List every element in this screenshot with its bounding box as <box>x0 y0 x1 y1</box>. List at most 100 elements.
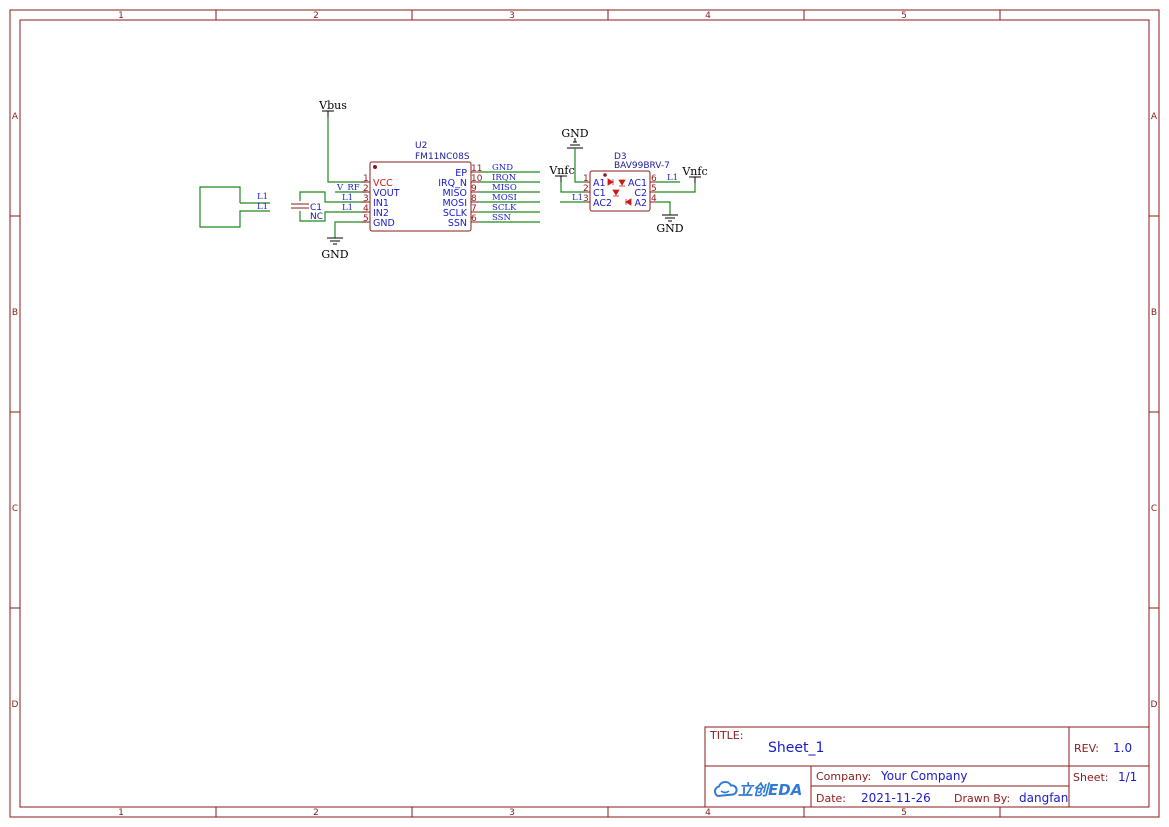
gnd-label-d3-right: GND <box>656 222 683 235</box>
inner-border <box>19 19 1150 808</box>
u2-pin-num-4: 4 <box>363 204 369 214</box>
u2-pin-name-in1: IN1 <box>373 198 389 209</box>
power-vnfc-left[interactable]: Vnfc <box>548 164 575 182</box>
col-label-top-2: 2 <box>313 11 319 21</box>
d3-net-label-l1-right: L1 <box>667 173 678 183</box>
d3-body <box>589 170 651 212</box>
ground-symbol-u2[interactable]: GND <box>321 237 349 261</box>
u2-pin-name-in2: IN2 <box>373 208 389 219</box>
d3-pin-num-3: 3 <box>583 194 589 204</box>
u2-pin-num-6: 6 <box>471 214 477 224</box>
u2-part-number: FM11NC08S <box>415 152 470 162</box>
d3-pin-name-ac2: AC2 <box>593 198 612 209</box>
power-vbus[interactable]: Vbus <box>318 99 347 117</box>
wire-vbus-vcc <box>327 117 366 183</box>
vnfc-right-label: Vnfc <box>681 165 707 178</box>
u2-designator: U2 <box>415 141 427 151</box>
ground-symbol-d3-right[interactable]: GND <box>656 214 684 235</box>
rev-value: 1.0 <box>1113 741 1132 755</box>
date-value: 2021-11-26 <box>861 791 931 805</box>
u2-pin-name-vcc: VCC <box>373 178 393 189</box>
col-label-bottom-2: 2 <box>313 808 319 818</box>
d3-pin-num-6: 6 <box>651 174 657 184</box>
row-label-left-a: A <box>12 112 19 122</box>
d3-pin-name-a1: A1 <box>593 178 606 189</box>
capacitor-c1[interactable]: C1 NC <box>291 191 366 222</box>
net-label-mosi: MOSI <box>492 193 517 203</box>
d3-pin1-dot <box>603 173 607 177</box>
drawn-by-value: dangfan <box>1019 791 1068 805</box>
d3-pin-name-a2: A2 <box>634 198 647 209</box>
col-label-top-3: 3 <box>509 11 515 21</box>
d3-designator: D3 <box>614 152 627 162</box>
row-label-right-b: B <box>1151 308 1157 318</box>
d3-pin-name-c1: C1 <box>593 188 606 199</box>
row-dividers <box>10 215 1159 609</box>
net-label-in2-l1: L1 <box>342 203 353 213</box>
row-label-right-c: C <box>1151 504 1157 514</box>
d3-pin-num-2: 2 <box>583 184 589 194</box>
drawn-by-label: Drawn By: <box>954 792 1010 805</box>
net-label-ssn: SSN <box>492 213 511 223</box>
u2-pin-name-irq-n: IRQ_N <box>438 178 467 189</box>
col-label-bottom-1: 1 <box>118 808 124 818</box>
logo-text: 立创EDA <box>738 781 802 799</box>
u2-pin-name-ssn: SSN <box>448 218 467 229</box>
row-label-right-d: D <box>1151 700 1158 710</box>
u2-pin-num-5: 5 <box>363 214 369 224</box>
u2-pin-name-gnd: GND <box>373 218 395 229</box>
col-label-bottom-3: 3 <box>509 808 515 818</box>
diode-glyph <box>607 178 632 206</box>
wire-vnfc-c2 <box>656 183 696 193</box>
d3-net-label-l1-left: L1 <box>572 193 583 203</box>
col-label-top-4: 4 <box>705 11 711 21</box>
antenna-net-label-top: L1 <box>257 192 268 202</box>
u2-pin-num-2: 2 <box>363 184 369 194</box>
d3-part-number: BAV99BRV-7 <box>614 161 670 171</box>
outer-border <box>9 9 1160 818</box>
u2-right-pins: 11 10 9 8 7 6 EP IRQ_N MISO MOSI SCLK SS… <box>438 164 482 229</box>
u2-pin-name-mosi: MOSI <box>442 198 467 209</box>
d3-pin-name-ac1: AC1 <box>628 178 647 189</box>
lceda-logo: 立创EDA <box>713 780 802 799</box>
u2-pin-num-1: 1 <box>363 174 369 184</box>
rev-label: REV: <box>1074 742 1099 755</box>
title-label: TITLE: <box>709 729 743 742</box>
company-label: Company: <box>816 770 871 783</box>
gnd-label-d3-top: GND <box>561 127 588 140</box>
net-label-gnd: GND <box>492 163 513 173</box>
col-label-bottom-5: 5 <box>901 808 907 818</box>
column-dividers <box>215 10 1001 817</box>
net-label-miso: MISO <box>492 183 517 193</box>
d3-pin-num-4: 4 <box>651 194 657 204</box>
u2-pin-num-7: 7 <box>471 204 477 214</box>
net-label-v-rf: V_RF <box>336 183 360 193</box>
antenna-loop[interactable]: L1 L1 <box>199 186 270 228</box>
u2-pin-num-10: 10 <box>471 174 483 184</box>
u2-pin1-dot <box>373 165 377 169</box>
row-label-right-a: A <box>1151 112 1158 122</box>
gnd-label-u2: GND <box>321 248 348 261</box>
row-label-left-b: B <box>12 308 18 318</box>
wire-u2-gnd <box>334 221 366 238</box>
u2-pin-name-vout: VOUT <box>373 188 400 199</box>
company-value: Your Company <box>880 769 968 783</box>
u2-pin-num-9: 9 <box>471 184 477 194</box>
vbus-label: Vbus <box>318 99 347 112</box>
d3-pin-num-1: 1 <box>583 174 589 184</box>
col-label-top-1: 1 <box>118 11 124 21</box>
ic-u2[interactable]: U2 FM11NC08S 1 2 3 4 5 VCC VOUT IN1 IN2 … <box>336 141 483 232</box>
diode-array-d3[interactable]: D3 BAV99BRV-7 1 2 3 A1 C1 AC2 L1 6 5 4 A… <box>572 152 670 212</box>
ground-symbol-d3-top[interactable]: GND <box>561 127 589 149</box>
row-label-left-d: D <box>12 700 19 710</box>
net-label-sclk: SCLK <box>492 203 517 213</box>
u2-pin-name-sclk: SCLK <box>443 208 468 219</box>
col-label-top-5: 5 <box>901 11 907 21</box>
c1-designator: C1 <box>310 203 322 213</box>
title-block: TITLE: Sheet_1 REV: 1.0 Company: Your Co… <box>704 726 1150 808</box>
power-vnfc-right[interactable]: Vnfc <box>681 165 708 183</box>
d3-pin-num-5: 5 <box>651 184 657 194</box>
sheet-value: 1/1 <box>1118 770 1137 784</box>
wire-a2-gnd <box>656 201 671 215</box>
c1-value: NC <box>310 212 323 222</box>
